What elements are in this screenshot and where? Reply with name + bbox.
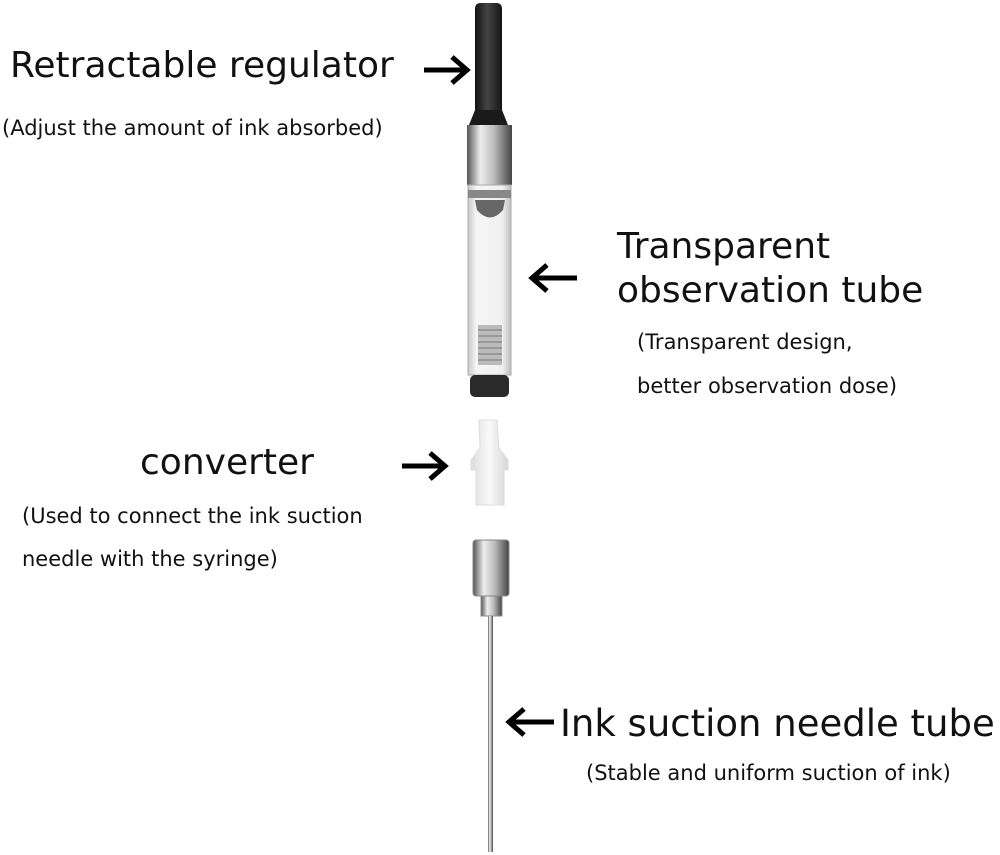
converter-part: [470, 419, 509, 506]
tube-note-line2: better observation dose): [637, 374, 898, 398]
metal-band: [467, 125, 512, 185]
tube-note-line1: (Transparent design,: [637, 330, 853, 354]
tube-label-line1: Transparent: [617, 226, 831, 267]
converter-note-line2: needle with the syringe): [22, 547, 278, 571]
transparent-tube: [467, 184, 512, 397]
tube-label-line2: observation tube: [617, 270, 924, 311]
regulator-knob: [469, 3, 508, 125]
converter-label: converter: [140, 442, 314, 483]
regulator-label: Retractable regulator: [10, 45, 394, 86]
needle-part: [472, 539, 510, 852]
converter-note-line1: (Used to connect the ink suction: [22, 504, 363, 528]
regulator-note: (Adjust the amount of ink absorbed): [2, 116, 383, 140]
arrow-left-icon: [505, 707, 554, 737]
arrow-right-icon: [424, 55, 471, 85]
needle-label: Ink suction needle tube: [560, 702, 995, 745]
arrow-left-icon: [528, 263, 577, 293]
arrow-right-icon: [402, 451, 449, 481]
needle-note: (Stable and uniform suction of ink): [586, 761, 951, 785]
